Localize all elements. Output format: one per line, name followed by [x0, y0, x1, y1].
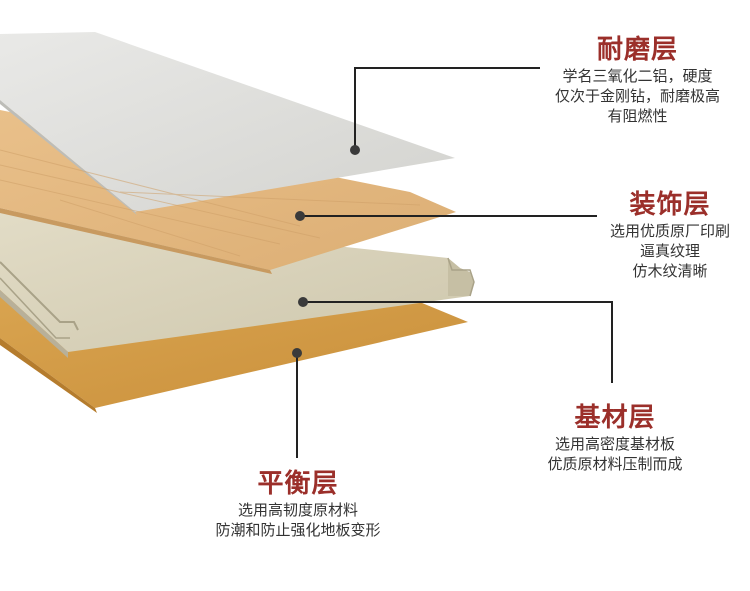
balance-layer-desc-2: 防潮和防止强化地板变形	[188, 520, 408, 540]
wear-layer-title: 耐磨层	[525, 34, 750, 66]
wear-layer-label: 耐磨层 学名三氧化二铝，硬度 仅次于金刚钻，耐磨极高 有阻燃性	[525, 34, 750, 126]
wear-layer-marker	[350, 145, 360, 155]
substrate-layer-label: 基材层 选用高密度基材板 优质原材料压制而成	[520, 402, 710, 474]
decor-layer-marker	[295, 211, 305, 221]
decor-layer-desc-3: 仿木纹清晰	[590, 261, 750, 281]
wear-layer-desc-2: 仅次于金刚钻，耐磨极高	[525, 86, 750, 106]
decor-layer-desc-1: 选用优质原厂印刷	[590, 221, 750, 241]
decor-layer-title: 装饰层	[590, 189, 750, 221]
balance-layer-label: 平衡层 选用高韧度原材料 防潮和防止强化地板变形	[188, 468, 408, 540]
balance-layer-callout	[292, 348, 302, 458]
balance-layer-desc-1: 选用高韧度原材料	[188, 500, 408, 520]
substrate-layer-marker	[298, 297, 308, 307]
substrate-layer-title: 基材层	[520, 402, 710, 434]
substrate-layer-desc-2: 优质原材料压制而成	[520, 454, 710, 474]
substrate-layer-desc-1: 选用高密度基材板	[520, 434, 710, 454]
decor-layer-label: 装饰层 选用优质原厂印刷 逼真纹理 仿木纹清晰	[590, 189, 750, 281]
wear-layer-desc-3: 有阻燃性	[525, 106, 750, 126]
balance-layer-title: 平衡层	[188, 468, 408, 500]
balance-layer-marker	[292, 348, 302, 358]
decor-layer-desc-2: 逼真纹理	[590, 241, 750, 261]
wear-layer-desc-1: 学名三氧化二铝，硬度	[525, 66, 750, 86]
